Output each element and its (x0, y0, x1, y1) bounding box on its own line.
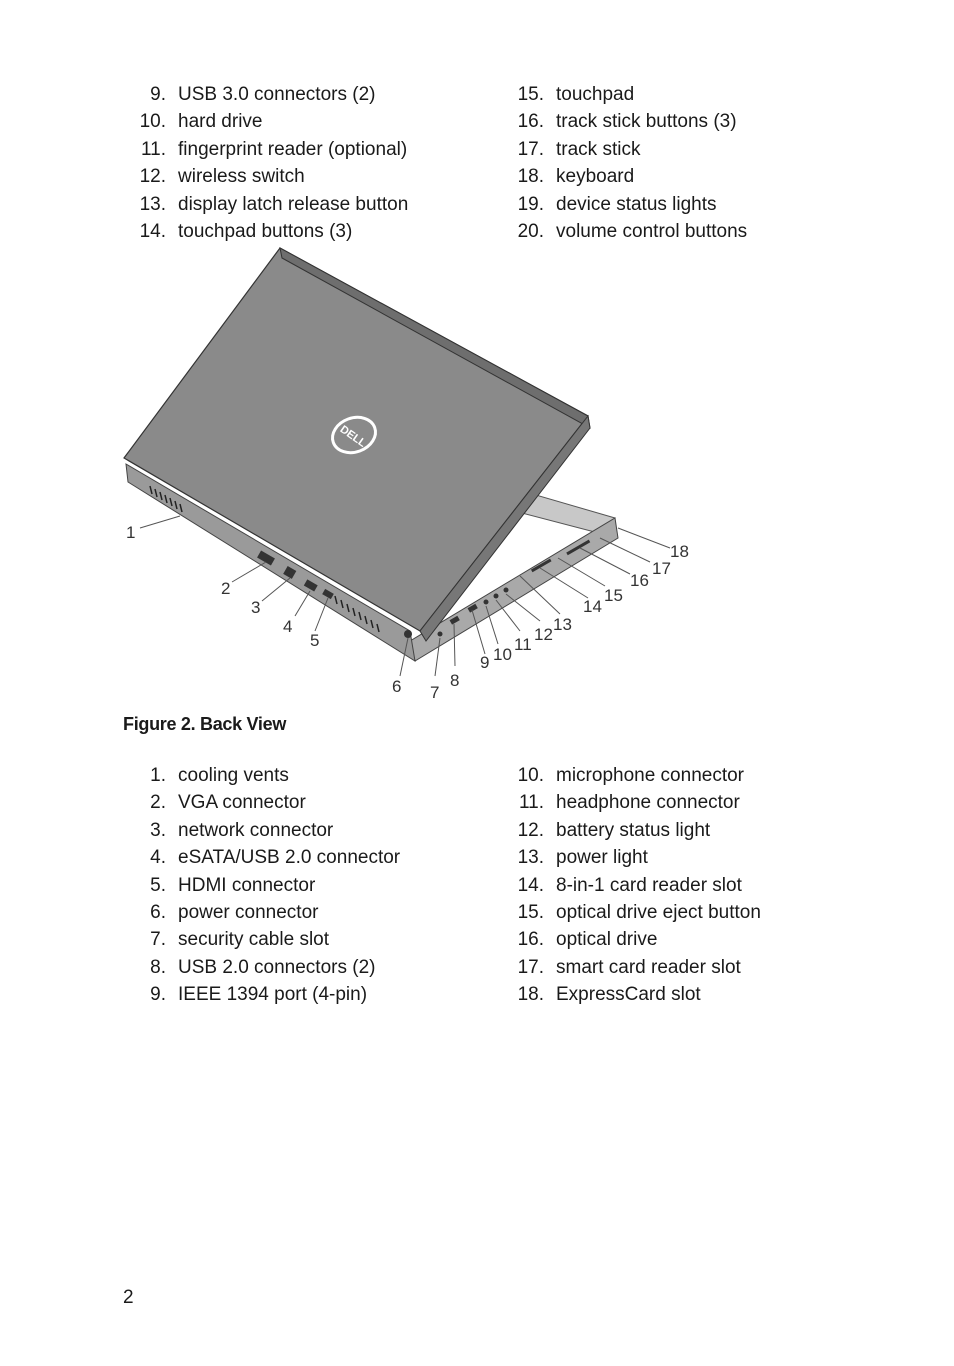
callout-18: 18 (670, 542, 689, 561)
callout-5: 5 (310, 631, 319, 650)
callout-13: 13 (553, 615, 572, 634)
callout-6: 6 (392, 677, 401, 696)
side-ports (437, 539, 591, 637)
rear-ports (257, 550, 412, 638)
callout-11: 11 (514, 635, 532, 654)
page-number: 2 (123, 1287, 134, 1308)
callout-9: 9 (480, 653, 489, 672)
callout-14: 14 (583, 597, 602, 616)
cooling-vents (149, 485, 380, 633)
callout-3: 3 (251, 598, 260, 617)
callout-4: 4 (283, 617, 292, 636)
figure-caption: Figure 2. Back View (123, 714, 287, 734)
callout-16: 16 (630, 571, 649, 590)
callout-17: 17 (652, 559, 671, 578)
laptop-lid-right-edge (419, 414, 591, 642)
callout-15: 15 (604, 586, 623, 605)
callout-leaders (139, 515, 671, 677)
callout-7: 7 (430, 683, 439, 702)
callout-1: 1 (126, 523, 135, 542)
callout-12: 12 (534, 625, 553, 644)
callout-10: 10 (493, 645, 512, 664)
callout-2: 2 (221, 579, 230, 598)
callout-8: 8 (450, 671, 459, 690)
laptop-back-view-illustration: DELL (123, 247, 689, 702)
